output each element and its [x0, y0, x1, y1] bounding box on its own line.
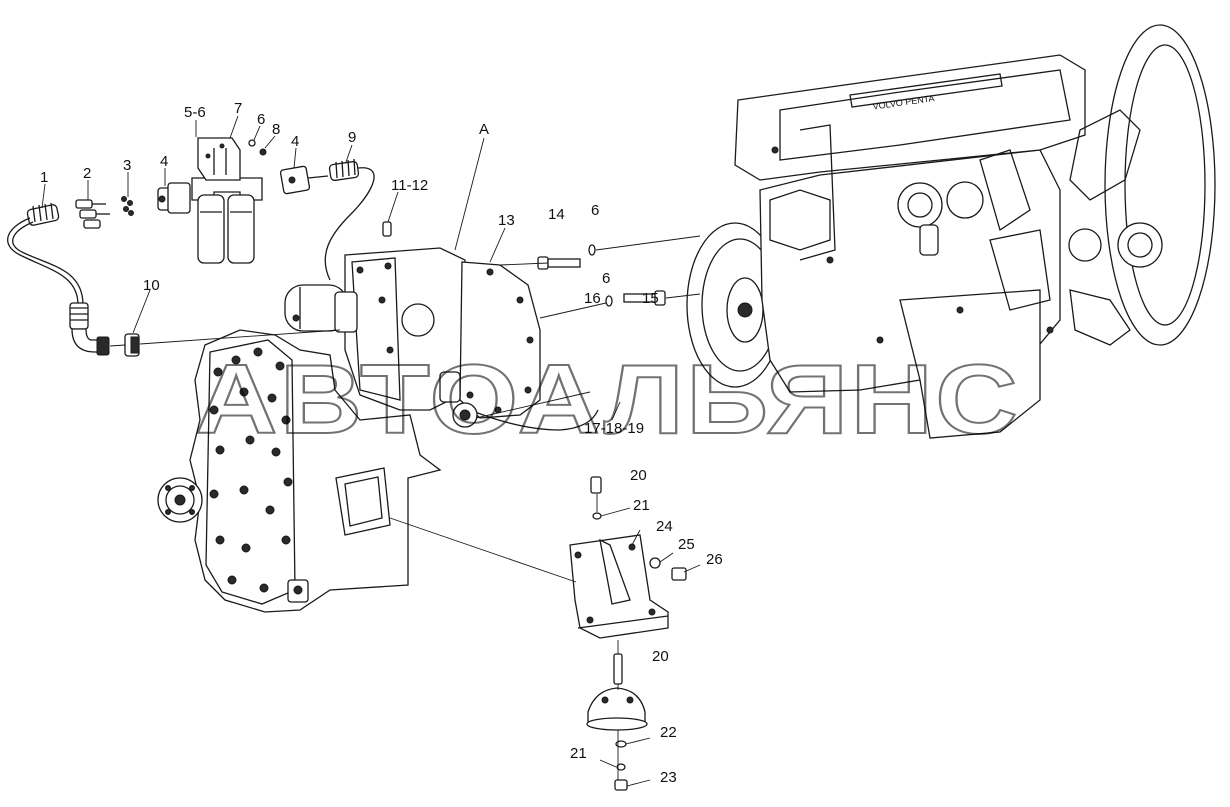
washer-21-top	[592, 512, 602, 520]
washer-21-bottom	[616, 763, 626, 771]
label-10: 10	[143, 277, 160, 294]
mount-bracket-24	[569, 534, 669, 639]
washers-3	[121, 196, 134, 216]
label-6-low: 6	[602, 270, 610, 287]
label-11-12: 11-12	[391, 177, 428, 194]
hose-line-lower	[7, 217, 79, 306]
starter-motor	[284, 284, 358, 333]
label-8: 8	[272, 121, 280, 138]
washer-6-mid	[588, 244, 596, 256]
filter-hose-assembly	[7, 137, 375, 357]
callout-labels: 1 2 3 4 5-6 7 6 8 4 9 10 11-12 A 13 14 6…	[40, 100, 723, 786]
bolt-20-bottom	[613, 653, 623, 685]
engine-fan-pulley	[1068, 24, 1216, 346]
plug-11-12	[382, 221, 392, 237]
label-22: 22	[660, 724, 677, 741]
label-15: 15	[642, 290, 659, 307]
label-2: 2	[83, 165, 91, 182]
sensor-16	[439, 371, 478, 428]
label-21-bottom: 21	[570, 745, 587, 762]
label-6-top: 6	[257, 111, 265, 128]
nut-26	[671, 567, 687, 581]
label-21-top: 21	[633, 497, 650, 514]
hose-fitting-9	[328, 158, 360, 182]
label-17-18-19: 17-18-19	[584, 420, 644, 437]
label-3: 3	[123, 157, 131, 174]
adapter-4-right	[279, 165, 329, 195]
rubber-isolator	[586, 687, 648, 731]
bolt-20-top	[590, 476, 602, 494]
label-4-right: 4	[291, 133, 299, 150]
bolt-15	[623, 290, 666, 306]
label-1: 1	[40, 169, 48, 186]
label-24: 24	[656, 518, 673, 535]
output-flange	[157, 477, 203, 523]
label-25: 25	[678, 536, 695, 553]
label-20-bottom: 20	[652, 648, 669, 665]
washer-22	[615, 740, 627, 748]
transmission-housing	[157, 221, 599, 613]
turbocharger	[897, 181, 984, 256]
label-14: 14	[548, 206, 565, 223]
nut-8	[259, 148, 267, 156]
adapter-4-left	[157, 182, 191, 214]
washer-25	[649, 557, 661, 569]
hose-fitting-1	[26, 202, 60, 226]
washer-6-top	[248, 139, 256, 147]
label-7: 7	[234, 100, 242, 117]
label-4-left: 4	[160, 153, 168, 170]
connector-2	[75, 199, 110, 229]
label-26: 26	[706, 551, 723, 568]
leader-lines	[41, 115, 701, 787]
label-13: 13	[498, 212, 515, 229]
label-6-mid: 6	[591, 202, 599, 219]
fitting-10	[124, 333, 140, 357]
front-cover-bolts	[209, 347, 293, 593]
label-A: A	[479, 121, 489, 138]
washer-6-low	[605, 295, 613, 307]
nut-23	[614, 779, 628, 791]
label-16: 16	[584, 290, 601, 307]
watermark: АВТОАЛЬЯНС	[195, 344, 1020, 454]
label-9: 9	[348, 129, 356, 146]
label-20-top: 20	[630, 467, 647, 484]
engine: VOLVO PENTA	[686, 24, 1216, 439]
filter-housing	[191, 137, 263, 264]
label-23: 23	[660, 769, 677, 786]
elbow-fitting	[69, 302, 110, 356]
label-5-6: 5-6	[184, 104, 206, 121]
hose-line-upper	[324, 167, 375, 281]
